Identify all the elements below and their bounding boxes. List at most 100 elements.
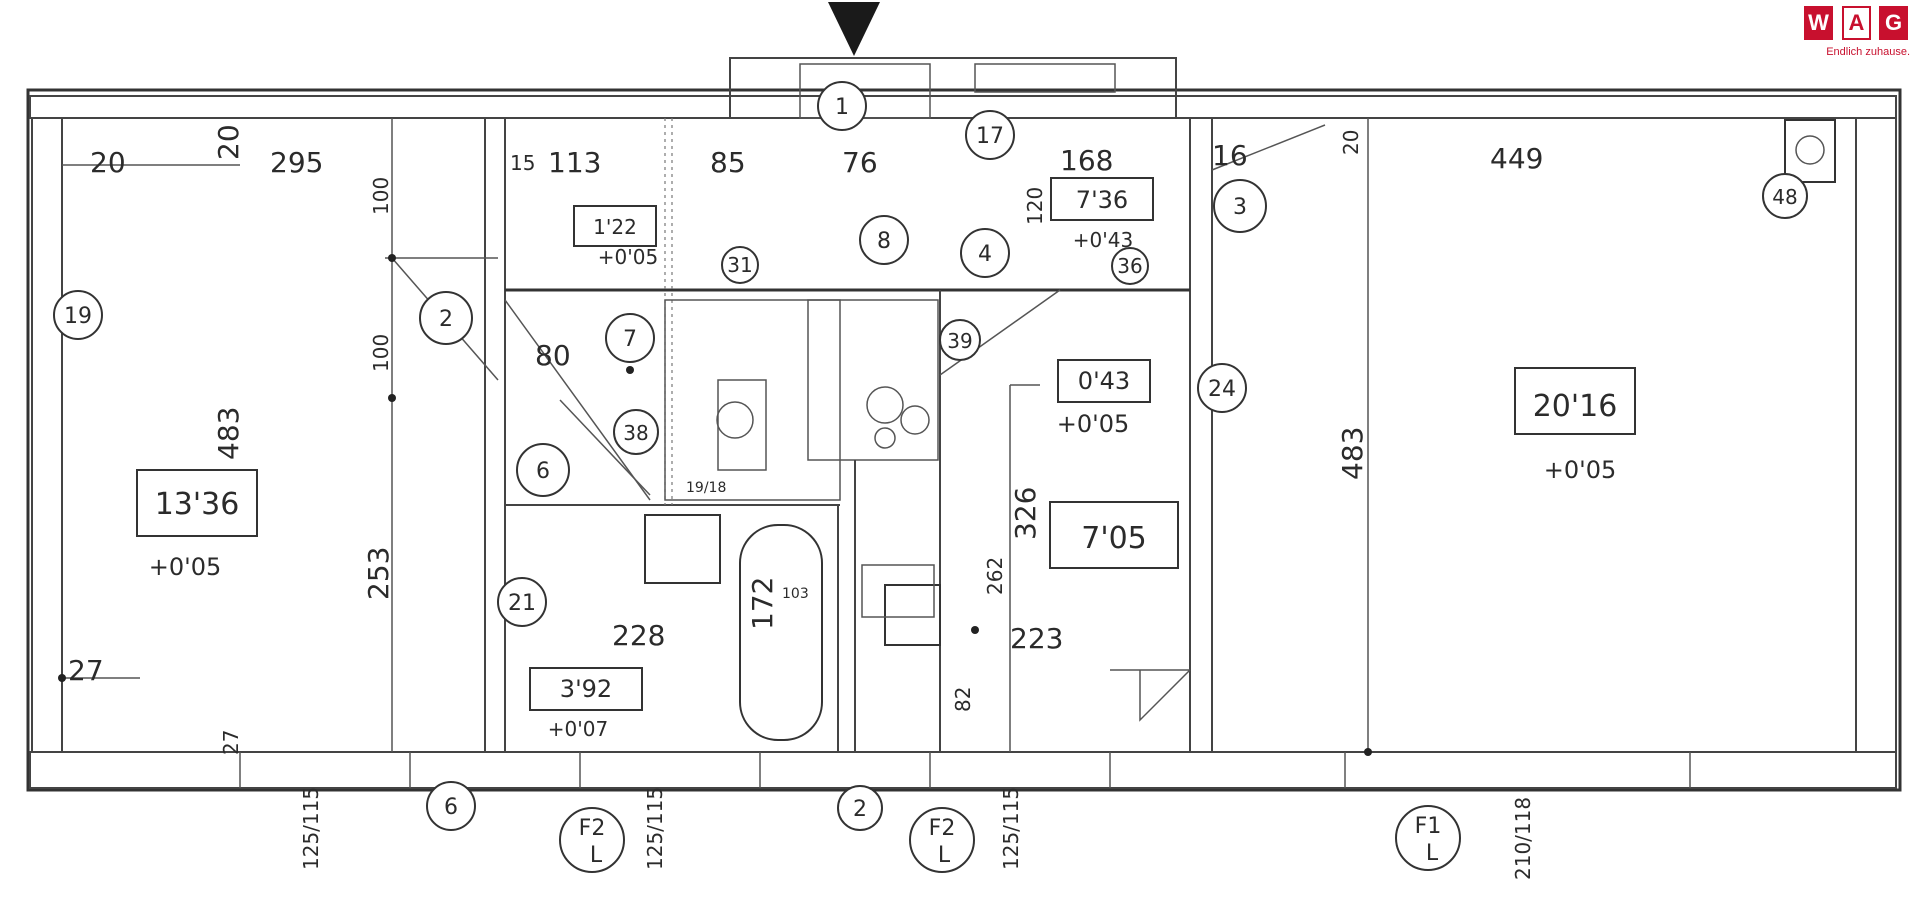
dim-misc-1: 80 (535, 339, 571, 372)
svg-text:7: 7 (623, 327, 637, 352)
dim-left-1: 483 (212, 407, 245, 460)
room-box-corridor (1057, 359, 1151, 403)
dim-right-3: 262 (983, 557, 1007, 595)
bathtub (739, 524, 823, 741)
room-level-bath: +0'07 (548, 717, 608, 741)
circle-number: 2 (419, 291, 473, 345)
dim-top-8: 168 (1060, 144, 1113, 177)
room-box-bath (529, 667, 643, 711)
circle-number: 21 (497, 577, 547, 627)
dim-top-5: 113 (548, 146, 601, 179)
entrance-bay (729, 57, 1177, 119)
outer-wall (26, 88, 1902, 792)
dim-bottom-3: 125/115 (999, 787, 1023, 870)
left-wall-band (31, 117, 63, 753)
wall-living (1189, 117, 1213, 753)
room-area-kitchen: 7'05 (1081, 521, 1147, 556)
dim-top-1: 20 (90, 146, 126, 179)
circle-number: 39 (939, 319, 981, 361)
circle-number: 31 (721, 246, 759, 284)
dim-misc-5: 19/18 (686, 480, 726, 496)
room-box-bedroom (136, 469, 258, 537)
room-box-hall (1050, 177, 1154, 221)
dim-top-11: 449 (1490, 142, 1543, 175)
circle-number: 48 (1762, 173, 1808, 219)
logo-letter-g: G (1879, 6, 1908, 40)
room-level-bedroom: +0'05 (149, 553, 222, 581)
room-box-living (1514, 367, 1636, 435)
svg-text:1: 1 (835, 95, 849, 120)
svg-text:48: 48 (1772, 185, 1797, 209)
room-area-hall: 7'36 (1076, 186, 1128, 214)
svg-text:2: 2 (439, 307, 453, 332)
logo-letter-w: W (1804, 6, 1833, 40)
window-label: F1 L (1395, 805, 1461, 871)
room-level-corridor: +0'05 (1057, 410, 1130, 438)
circle-number: 4 (960, 228, 1010, 278)
logo-letter-a: A (1842, 6, 1871, 40)
wall-bedroom (484, 117, 506, 753)
svg-text:8: 8 (877, 229, 891, 254)
top-wall-band (29, 95, 1897, 119)
dim-top-10: 20 (1339, 130, 1363, 155)
right-wall-band (1855, 117, 1897, 753)
svg-text:24: 24 (1208, 377, 1236, 402)
triangle-down-icon (828, 2, 880, 56)
circle-number: 2 (837, 785, 883, 831)
dim-misc-4: 103 (782, 586, 809, 602)
circle-number: 3 (1213, 179, 1267, 233)
bottom-wall-band (29, 751, 1897, 789)
dim-bottom-4: 210/118 (1511, 797, 1535, 880)
dim-left-3: 100 (369, 177, 393, 215)
dim-left-2: 253 (362, 547, 395, 600)
room-level-living: +0'05 (1544, 456, 1617, 484)
room-box-kitchen (1049, 501, 1179, 569)
svg-text:L: L (938, 843, 951, 868)
wag-logo: W A G Endlich zuhause. (1800, 6, 1910, 62)
svg-text:4: 4 (978, 242, 992, 267)
dim-top-4: 15 (510, 151, 535, 175)
svg-text:L: L (590, 843, 603, 868)
dim-top-7: 76 (842, 146, 878, 179)
room-area-bedroom: 13'36 (155, 487, 240, 522)
circle-number: 36 (1111, 247, 1149, 285)
svg-text:39: 39 (947, 329, 972, 353)
room-area-bath: 3'92 (560, 675, 612, 703)
circle-number: 1 (817, 81, 867, 131)
room-box-wc (573, 205, 657, 247)
svg-text:2: 2 (853, 797, 867, 822)
circle-number: 8 (859, 215, 909, 265)
room-level-wc: +0'05 (598, 245, 658, 269)
sink (644, 514, 721, 584)
svg-text:19: 19 (64, 304, 92, 329)
dim-left-4: 100 (369, 334, 393, 372)
svg-text:6: 6 (444, 795, 458, 820)
window-label: F2 L (559, 807, 625, 873)
room-area-corridor: 0'43 (1078, 367, 1130, 395)
circle-number: 17 (965, 110, 1015, 160)
circle-number: 6 (516, 443, 570, 497)
svg-text:F2: F2 (579, 816, 606, 841)
circle-number: 24 (1197, 363, 1247, 413)
circle-number: 19 (53, 290, 103, 340)
svg-text:L: L (1426, 841, 1439, 866)
dim-top-6: 85 (710, 146, 746, 179)
dim-bottom-1: 125/115 (299, 787, 323, 870)
dim-left-6: 27 (219, 730, 243, 755)
svg-text:31: 31 (727, 253, 752, 277)
room-area-wc: 1'22 (593, 215, 637, 239)
svg-text:F1: F1 (1415, 814, 1442, 839)
dim-right-6: 82 (951, 687, 975, 712)
circle-number: 7 (605, 313, 655, 363)
dim-top-3: 295 (270, 146, 323, 179)
svg-text:38: 38 (623, 421, 648, 445)
svg-text:3: 3 (1233, 195, 1247, 220)
svg-text:17: 17 (976, 124, 1004, 149)
dim-right-1: 483 (1336, 427, 1369, 480)
dim-right-4: 120 (1023, 187, 1047, 225)
dim-right-2: 326 (1009, 487, 1042, 540)
dim-misc-2: 228 (612, 619, 665, 652)
svg-text:6: 6 (536, 459, 550, 484)
window-label: F2 L (909, 807, 975, 873)
